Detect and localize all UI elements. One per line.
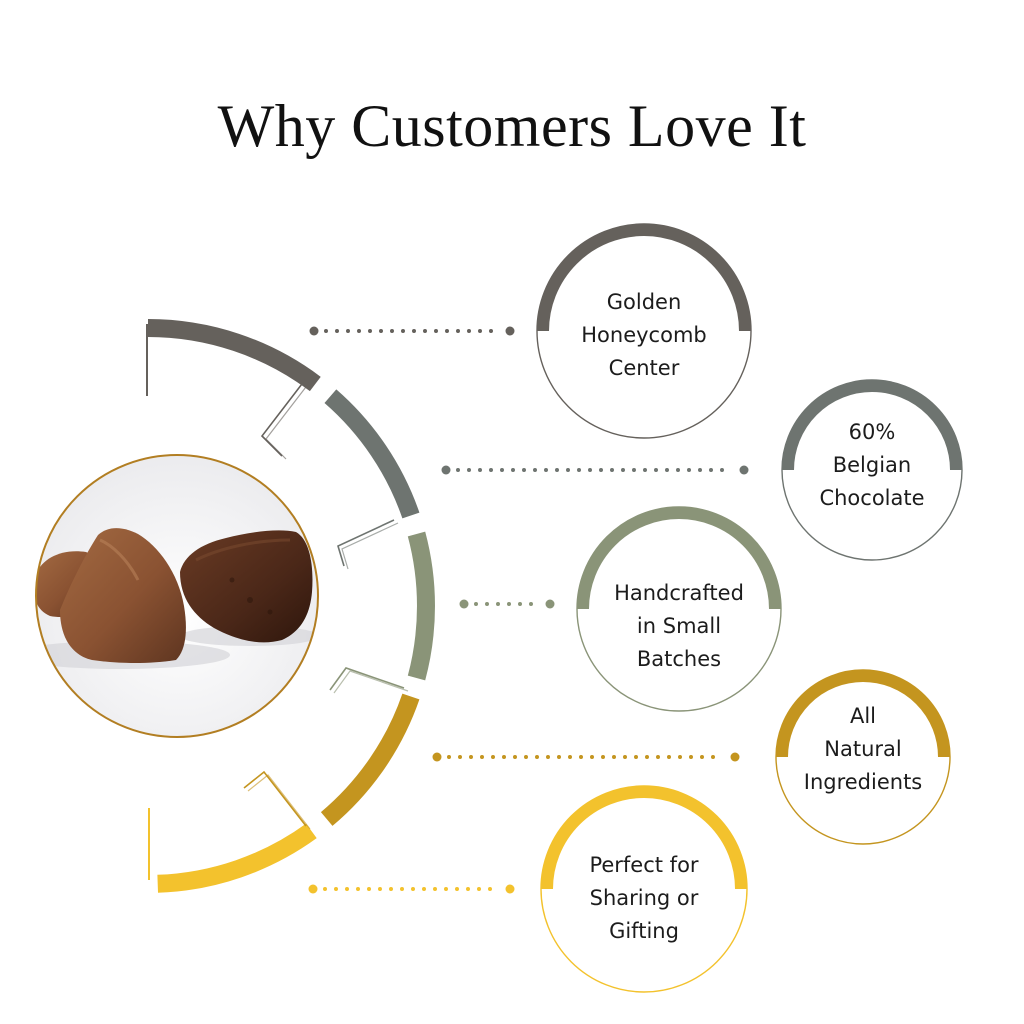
feature-label-line: Golden	[606, 290, 682, 314]
feature-circle-5	[540, 785, 748, 993]
feature-label-line: Sharing or	[589, 886, 699, 910]
connector-3	[459, 599, 555, 609]
feature-label-line: in Small	[636, 614, 722, 638]
feature-label-line: All	[849, 704, 877, 728]
arc-segment-1	[147, 319, 321, 392]
feature-label-line: Gifting	[609, 919, 679, 943]
feature-label-line: Center	[608, 356, 680, 380]
arc-segment-2	[324, 389, 420, 519]
feature-circle-1	[536, 223, 752, 439]
connector-2	[441, 465, 749, 475]
feature-label-line: Natural	[824, 737, 902, 761]
feature-label-line: Batches	[636, 647, 722, 671]
arc-segments	[146, 319, 435, 893]
feature-label-line: Chocolate	[819, 486, 925, 510]
arrow-3	[329, 667, 405, 691]
feature-label-line: 60%	[848, 420, 896, 444]
chocolate-image	[36, 455, 318, 737]
feature-label-line: Handcrafted	[614, 581, 744, 605]
arrow-2	[337, 519, 395, 567]
feature-label-line: Ingredients	[803, 770, 923, 794]
page-title: Why Customers Love It	[217, 93, 807, 159]
feature-circle-2	[781, 379, 963, 561]
arrow-1-shadow	[265, 382, 310, 460]
arrows	[243, 379, 409, 830]
feature-circle-4	[775, 669, 951, 845]
feature-label-line: Belgian	[832, 453, 912, 477]
arrow-1	[260, 379, 306, 457]
arrow-4-shadow	[247, 774, 311, 830]
connector-5	[308, 884, 515, 894]
hub-ring	[35, 454, 319, 738]
arc-segment-5	[157, 823, 317, 893]
connectors	[308, 326, 749, 894]
feature-circle-3	[576, 506, 782, 712]
feature-circles	[536, 223, 963, 993]
arc-segment-3	[407, 531, 435, 681]
arrow-2-shadow	[341, 522, 399, 570]
feature-label-line: Honeycomb	[581, 323, 707, 347]
arrow-4	[243, 770, 307, 827]
connector-1	[309, 326, 515, 336]
feature-label-line: Perfect for	[589, 853, 699, 877]
arc-segment-4	[320, 693, 420, 826]
connector-4	[432, 752, 740, 762]
arrow-3-shadow	[333, 670, 409, 694]
